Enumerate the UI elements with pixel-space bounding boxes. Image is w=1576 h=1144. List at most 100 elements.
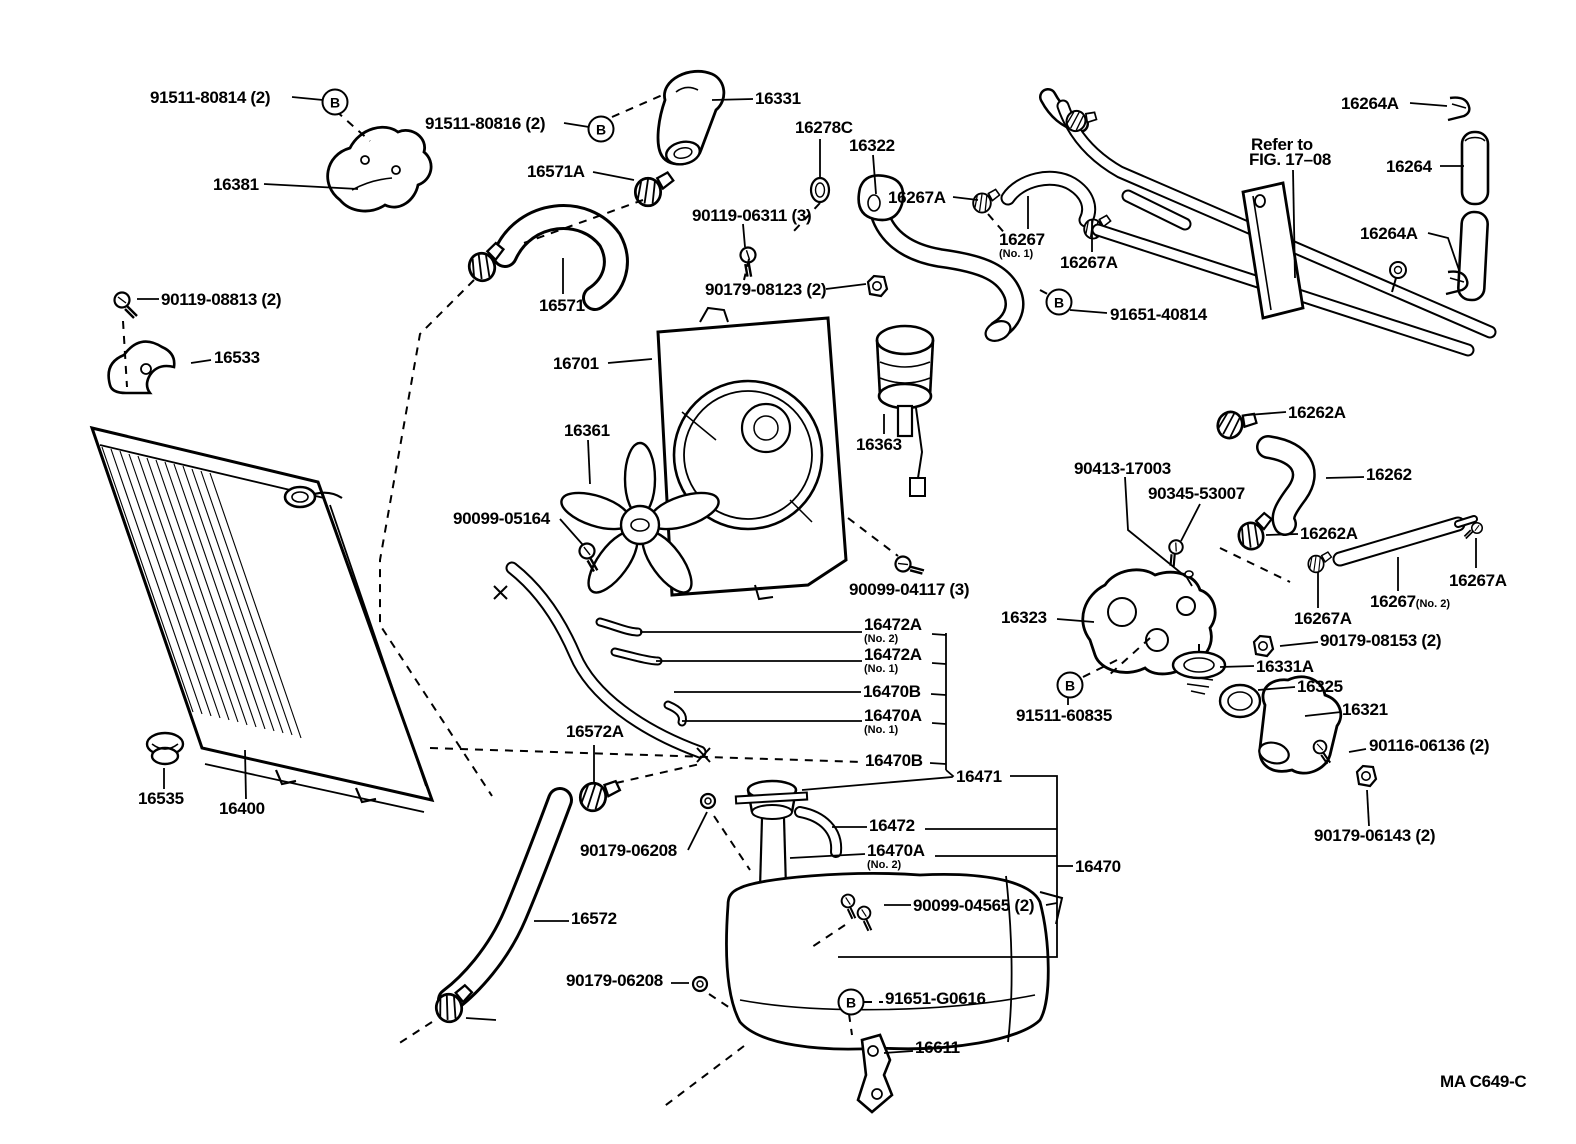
fan-shroud-16701-illustration bbox=[656, 306, 848, 601]
part-label-16267a-4: 16267A bbox=[1294, 610, 1352, 627]
part-number-text: 16264A bbox=[1341, 94, 1399, 113]
part-label-90345-53007: 90345-53007 bbox=[1148, 485, 1245, 502]
part-label-16472: 16472 bbox=[869, 817, 915, 834]
part-label-16470b-2: 16470B bbox=[865, 752, 923, 769]
hose-16262-illustration bbox=[1256, 435, 1316, 536]
part-number-text: 16267A bbox=[888, 188, 946, 207]
part-number-text: 16572 bbox=[571, 909, 617, 928]
clip-16264a-lower-illustration bbox=[1445, 270, 1469, 296]
bracket-16381-illustration bbox=[326, 125, 433, 213]
part-label-90119-06311: 90119-06311 (3) bbox=[692, 206, 812, 225]
part-number-text: 90179-08153 (2) bbox=[1320, 631, 1442, 650]
part-label-drawing-code: MA C649-C bbox=[1440, 1073, 1527, 1090]
part-number-text: 16264 bbox=[1386, 157, 1432, 176]
part-label-16321: 16321 bbox=[1342, 701, 1388, 718]
part-label-16400: 16400 bbox=[219, 800, 265, 817]
part-number-text: 16470A bbox=[867, 841, 925, 860]
part-number-text: 90119-06311 (3) bbox=[692, 206, 812, 225]
part-label-91511-60835: 91511-60835 bbox=[1016, 707, 1112, 724]
part-number-text: 16400 bbox=[219, 799, 265, 818]
radiator-illustration bbox=[89, 425, 435, 813]
part-number-text: 91511-60835 bbox=[1016, 706, 1112, 725]
part-number-text: 90179-06143 (2) bbox=[1314, 826, 1436, 845]
part-label-16572a-1: 16572A bbox=[566, 723, 624, 740]
part-number-text: 16267 bbox=[1370, 592, 1416, 611]
part-number-text: 16363 bbox=[856, 435, 902, 454]
part-label-91511-80816: 91511-80816 (2) bbox=[425, 114, 546, 133]
part-number-text: 16322 bbox=[849, 136, 895, 155]
part-number-text: 16262A bbox=[1288, 403, 1346, 422]
reservoir-tank-illustration bbox=[725, 779, 1064, 1051]
callout-marker-B: B bbox=[321, 88, 349, 116]
part-number-qualifier: (No. 2) bbox=[1415, 598, 1451, 610]
gasket-16325-illustration bbox=[1218, 683, 1262, 719]
dashed-lines bbox=[122, 92, 1291, 1109]
part-number-text: 91511-80814 (2) bbox=[150, 88, 271, 107]
part-label-16267-no2: 16267(No. 2) bbox=[1370, 593, 1450, 610]
part-label-16325: 16325 bbox=[1297, 678, 1343, 695]
part-label-90099-04117: 90099-04117 (3) bbox=[849, 581, 970, 598]
part-label-16535: 16535 bbox=[138, 790, 184, 807]
part-label-90179-06208-1: 90179-06208 bbox=[580, 842, 677, 859]
part-label-16262: 16262 bbox=[1366, 466, 1412, 483]
part-label-90179-08123: 90179-08123 (2) bbox=[705, 281, 827, 298]
part-label-91511-80814: 91511-80814 (2) bbox=[150, 88, 271, 107]
part-label-16267a-1: 16267A bbox=[888, 189, 946, 206]
part-number-text: 16361 bbox=[564, 421, 610, 440]
part-label-90099-05164: 90099-05164 bbox=[453, 510, 550, 527]
part-number-text: 90179-06208 bbox=[580, 841, 677, 860]
water-outlet-16331-illustration bbox=[656, 69, 726, 166]
part-number-text: 16701 bbox=[553, 354, 599, 373]
hose-16470b-illustration bbox=[493, 561, 711, 763]
part-number-text: 16472 bbox=[869, 816, 915, 835]
part-number-text: 91651-40814 bbox=[1110, 305, 1207, 324]
part-number-text: FIG. 17–08 bbox=[1249, 150, 1332, 169]
water-bypass-pipe-16322-illustration bbox=[857, 174, 1025, 342]
part-label-16572: 16572 bbox=[571, 910, 617, 927]
radiator-filler-neck bbox=[283, 485, 317, 509]
part-label-90179-06143: 90179-06143 (2) bbox=[1314, 826, 1436, 845]
part-label-refer-line1: Refer to bbox=[1251, 136, 1313, 153]
part-label-16322: 16322 bbox=[849, 137, 895, 154]
part-number-text: 16325 bbox=[1297, 677, 1343, 696]
callout-marker-B: B bbox=[1045, 288, 1073, 316]
part-label-91651-g0616: 91651-G0616 bbox=[885, 990, 986, 1007]
part-number-text: 90099-05164 bbox=[453, 509, 550, 528]
part-number-text: 16470B bbox=[865, 751, 923, 770]
pipe-16267-no2-illustration bbox=[1332, 515, 1478, 567]
part-label-16471: 16471 bbox=[956, 768, 1002, 785]
part-number-text: 16262 bbox=[1366, 465, 1412, 484]
part-number-text: 16267A bbox=[1449, 571, 1507, 590]
part-label-16278c: 16278C bbox=[795, 119, 853, 136]
hose-16571-illustration bbox=[492, 204, 629, 311]
part-number-text: 16262A bbox=[1300, 524, 1358, 543]
part-label-16701: 16701 bbox=[553, 355, 599, 372]
part-number-text: 90099-04565 (2) bbox=[913, 896, 1035, 915]
part-label-16264: 16264 bbox=[1386, 158, 1432, 175]
part-number-text: 16572A bbox=[566, 722, 624, 741]
part-label-16361: 16361 bbox=[564, 422, 610, 439]
part-label-90099-04565: 90099-04565 (2) bbox=[913, 896, 1035, 915]
part-number-text: 16471 bbox=[956, 767, 1002, 786]
radiator-core-hatching bbox=[101, 446, 302, 739]
part-number-text: 91511-80816 (2) bbox=[425, 114, 546, 133]
part-number-text: 91651-G0616 bbox=[885, 989, 986, 1008]
part-label-16571a-1: 16571A bbox=[527, 163, 585, 180]
callout-marker-B: B bbox=[837, 988, 865, 1016]
part-number-text: 16470 bbox=[1075, 857, 1121, 876]
gasket-16278c-illustration bbox=[809, 176, 831, 204]
thermostat-16331a-illustration bbox=[1171, 644, 1227, 695]
part-label-90116-06136: 90116-06136 (2) bbox=[1369, 737, 1490, 754]
part-label-90119-08813: 90119-08813 (2) bbox=[161, 291, 282, 308]
part-label-16470: 16470 bbox=[1075, 858, 1121, 875]
fan-16361-illustration bbox=[560, 441, 720, 594]
part-label-91651-40814: 91651-40814 bbox=[1110, 306, 1207, 323]
part-label-16331a: 16331A bbox=[1256, 658, 1314, 675]
part-label-16323: 16323 bbox=[1001, 609, 1047, 626]
part-label-16611: 16611 bbox=[915, 1039, 960, 1056]
part-number-qualifier: (No. 1) bbox=[864, 663, 899, 676]
part-label-90179-06208-2: 90179-06208 bbox=[566, 972, 663, 989]
radiator-mount-illustration bbox=[145, 731, 185, 766]
